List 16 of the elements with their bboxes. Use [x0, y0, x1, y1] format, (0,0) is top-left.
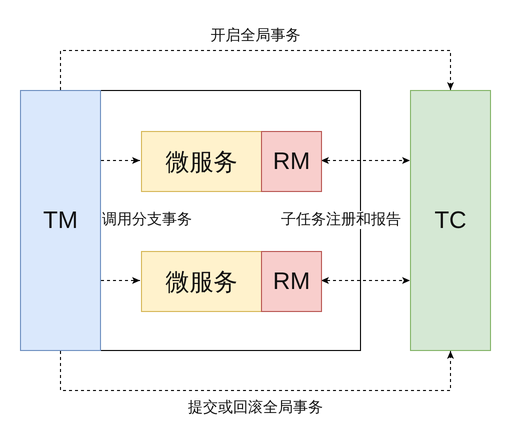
- annotation-label: 子任务注册和报告: [281, 211, 401, 229]
- edge-label: 提交或回滚全局事务: [188, 398, 323, 416]
- service-box: 微服务: [141, 131, 262, 192]
- arrow: [60, 350, 454, 391]
- annotation-label: 调用分支事务: [102, 211, 192, 229]
- double-arrow: [320, 157, 410, 164]
- process-box: TC: [410, 90, 491, 351]
- arrow: [60, 50, 454, 90]
- resource-box: RM: [261, 131, 322, 192]
- double-arrow: [320, 277, 410, 284]
- arrow: [100, 157, 140, 164]
- edge-label: 开启全局事务: [210, 26, 300, 44]
- arrow: [100, 277, 140, 284]
- process-box: TM: [20, 90, 101, 351]
- resource-box: RM: [261, 251, 322, 312]
- service-box: 微服务: [141, 251, 262, 312]
